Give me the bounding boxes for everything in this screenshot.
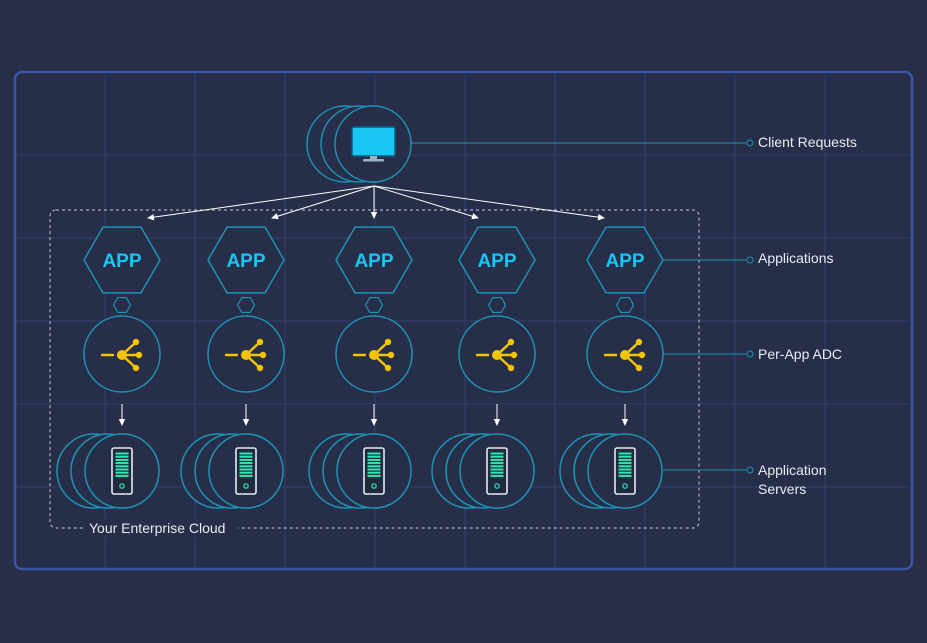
app-node: APP [586, 226, 664, 294]
server-cluster [180, 433, 284, 509]
connector-hexagon [236, 297, 256, 313]
label-per-app-adc: Per-App ADC [758, 346, 842, 362]
load-balancer-icon [224, 338, 267, 372]
monitor-icon [351, 126, 396, 162]
request-arrow [271, 185, 375, 220]
app-label: APP [605, 251, 644, 272]
server-cluster [559, 433, 663, 509]
connector-hexagon [364, 297, 384, 313]
app-label: APP [102, 251, 141, 272]
server-cluster [431, 433, 535, 509]
adc-node [458, 315, 536, 393]
connector-hexagon [615, 297, 635, 313]
request-arrow [147, 185, 375, 221]
request-arrows [147, 185, 605, 221]
server-icon [363, 447, 385, 495]
label-connectors [411, 139, 754, 474]
app-column: APP [431, 226, 536, 509]
client-node [306, 105, 412, 183]
adc-node [586, 315, 664, 393]
load-balancer-icon [603, 338, 646, 372]
app-node: APP [83, 226, 161, 294]
load-balancer-icon [475, 338, 518, 372]
server-icon [614, 447, 636, 495]
connector-hexagon [487, 297, 507, 313]
label-client-requests: Client Requests [758, 134, 857, 150]
label-application-servers-line2: Servers [758, 481, 806, 497]
app-node: APP [458, 226, 536, 294]
app-label: APP [226, 251, 265, 272]
app-column: APP [180, 226, 285, 509]
app-node: APP [207, 226, 285, 294]
app-node: APP [335, 226, 413, 294]
app-column: APP [308, 226, 413, 509]
app-column: APP [559, 226, 664, 509]
enterprise-cloud-label: Your Enterprise Cloud [89, 520, 225, 536]
app-label: APP [354, 251, 393, 272]
adc-node [207, 315, 285, 393]
request-arrow [373, 185, 605, 221]
server-icon [235, 447, 257, 495]
app-label: APP [477, 251, 516, 272]
request-arrow [373, 185, 479, 220]
connector-hexagon [112, 297, 132, 313]
server-cluster [308, 433, 412, 509]
load-balancer-icon [352, 338, 395, 372]
label-applications: Applications [758, 250, 834, 266]
enterprise-cloud-label-bg [84, 519, 238, 537]
server-cluster [56, 433, 160, 509]
app-column: APP [56, 226, 161, 509]
load-balancer-icon [100, 338, 143, 372]
adc-node [335, 315, 413, 393]
label-application-servers-line1: Application [758, 462, 827, 478]
server-icon [111, 447, 133, 495]
adc-node [83, 315, 161, 393]
app-columns: APP APP APP APP APP [56, 226, 664, 509]
server-icon [486, 447, 508, 495]
